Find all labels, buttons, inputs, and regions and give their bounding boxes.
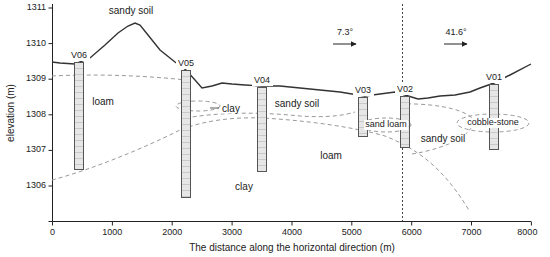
x-ticks <box>53 222 532 226</box>
borehole: V05 <box>176 58 197 198</box>
x-tick-label: 3000 <box>221 228 243 238</box>
boundary <box>186 112 355 118</box>
borehole-label: V01 <box>484 72 505 83</box>
borehole: V04 <box>252 75 273 172</box>
x-tick-label: 6000 <box>401 228 423 238</box>
y-ticks <box>49 8 53 222</box>
stratum-label: sandy soil <box>108 5 154 16</box>
borehole-label: V06 <box>69 50 90 61</box>
y-tick-label: 1311 <box>26 3 47 13</box>
boundary <box>52 75 186 80</box>
borehole: V06 <box>69 50 90 170</box>
x-tick-label: 1000 <box>101 228 123 238</box>
y-tick-label: 1310 <box>25 39 47 49</box>
stratum-label: cobble-stone <box>466 118 520 128</box>
terrain-profile <box>52 23 531 99</box>
boundary <box>400 104 473 154</box>
y-tick-label: 1307 <box>25 145 47 155</box>
y-tick-label: 1309 <box>25 74 47 84</box>
borehole-column <box>74 62 84 170</box>
slope-angle: 41.6° <box>444 28 467 38</box>
boundary <box>361 118 411 132</box>
borehole-label: V05 <box>176 58 197 69</box>
stratum-label: loam <box>319 150 343 161</box>
x-tick-label: 2000 <box>161 228 183 238</box>
borehole-column <box>489 84 499 150</box>
borehole: V02 <box>395 84 416 148</box>
stratum-boundaries <box>52 75 529 212</box>
x-tick-label: 5000 <box>341 228 363 238</box>
slope-angle: 7.3° <box>336 28 354 38</box>
stratum-label: clay <box>234 181 254 192</box>
x-tick-label: 0 <box>49 228 56 238</box>
y-tick-label: 1308 <box>25 110 47 120</box>
borehole: V01 <box>484 72 505 150</box>
slope-arrow <box>444 44 467 45</box>
axis-title: The distance along the horizontal direct… <box>188 242 396 253</box>
axis-title: elevation (m) <box>5 83 16 143</box>
slope-arrow <box>333 44 356 45</box>
stratum-label: loam <box>91 96 115 107</box>
leader-line <box>210 108 219 109</box>
borehole-label: V04 <box>252 75 273 86</box>
borehole-label: V03 <box>353 85 374 96</box>
axis-line <box>53 4 532 222</box>
axes <box>49 4 532 226</box>
stratum-label: clay <box>221 103 241 114</box>
borehole-label: V02 <box>395 84 416 95</box>
borehole-column <box>257 87 267 172</box>
x-tick-label: 8000 <box>516 228 538 238</box>
stratum-label: sandy soil <box>420 133 466 144</box>
borehole-column <box>358 97 368 137</box>
x-tick-label: 7000 <box>461 228 483 238</box>
x-tick-label: 4000 <box>281 228 303 238</box>
y-tick-label: 1306 <box>25 181 47 191</box>
stratum-label: sand loam <box>364 120 408 130</box>
stratum-label: sandy soil <box>274 98 320 109</box>
borehole-column <box>181 70 191 198</box>
